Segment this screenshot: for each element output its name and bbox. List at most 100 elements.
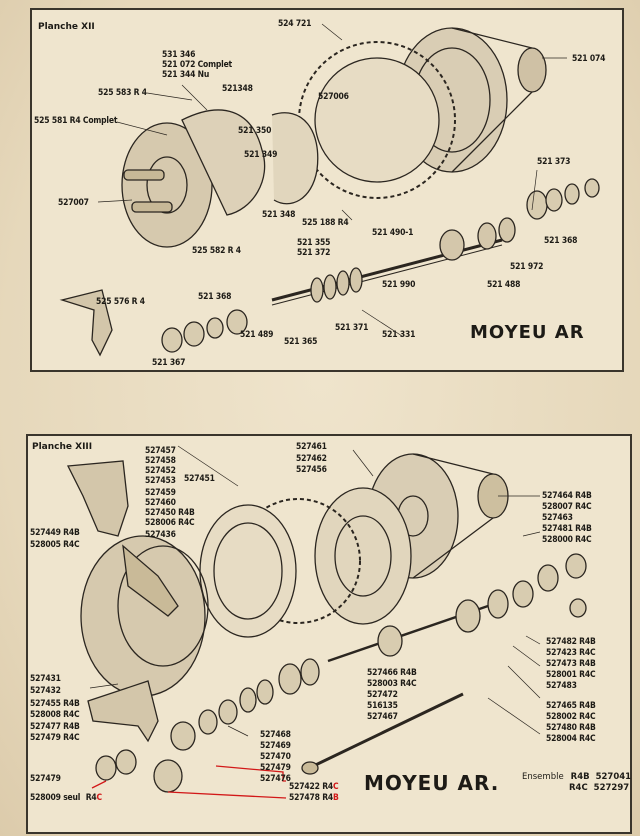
plate-xiii-title: Planche XIII [32,442,93,452]
part-label: 527468 [260,730,291,740]
part-label: 531 346 [162,50,196,60]
part-label: 521 331 [382,330,416,340]
part-label: 527479 [30,774,61,784]
part-label: 524 721 [278,19,312,29]
part-label: 525 582 R 4 [192,246,241,256]
part-label: 528000 R4C [542,535,592,545]
part-label: 527450 R4B [145,508,195,518]
plate-xii-title: Planche XII [38,22,95,32]
part-label: 527449 R4B [30,528,80,538]
part-label: 521 344 Nu [162,70,210,80]
part-label: 527472 [367,690,398,700]
part-label: 527476 [260,774,291,784]
part-label: 525 581 R4 Complet [34,116,118,126]
part-label: 528007 R4C [542,502,592,512]
part-label: 527423 R4C [546,648,596,658]
part-label: 527461 [296,442,327,452]
part-label: 527456 [296,465,327,475]
part-label: 527467 [367,712,398,722]
ensemble-ref-1: 527041 [595,772,632,782]
part-code: R4 [322,793,334,803]
part-label-red: 527478 R4B [289,793,339,803]
part-label: 527007 [58,198,89,208]
part-ref: 527478 [289,793,320,803]
part-label: 528003 R4C [367,679,417,689]
part-label: 528001 R4C [546,670,596,680]
part-ref: 528009 [30,793,61,803]
part-ref: 527422 [289,782,320,792]
part-label: 521 990 [382,280,416,290]
ensemble-block: Ensemble R4B 527041 R4C 527297 [522,772,631,794]
part-label: 528002 R4C [546,712,596,722]
part-label: 527453 [145,476,176,486]
part-label: 527451 [184,474,215,484]
part-label: 521 349 [244,150,278,160]
part-label: 527469 [260,741,291,751]
part-label: 527466 R4B [367,668,417,678]
part-code-red: B [333,793,339,803]
part-label-seul: 528009 seul R4C [30,793,102,803]
part-label-red: 527422 R4C [289,782,339,792]
part-label: 521 372 [297,248,331,258]
part-label: 528008 R4C [30,710,80,720]
part-seul: seul [63,793,81,803]
part-label: 527452 [145,466,176,476]
part-label: 528005 R4C [30,540,80,550]
part-label: 521 368 [544,236,578,246]
part-code: R4 [322,782,334,792]
ensemble-ref-2: 527297 [593,783,630,793]
part-label: 527463 [542,513,573,523]
part-label: 521 368 [198,292,232,302]
plate-xiii-drawing [66,445,587,799]
plate-xiii: Planche XIII MOYEU AR. Ensemble R4B 5270… [26,434,632,834]
part-label: 521 365 [284,337,318,347]
part-label: 525 576 R 4 [96,297,145,307]
part-label: 527481 R4B [542,524,592,534]
part-label: 525 583 R 4 [98,88,147,98]
ensemble-code-2: R4C [569,783,588,793]
part-label: 527006 [318,92,349,102]
part-label: 527459 [145,488,176,498]
part-code-red: C [96,793,103,803]
part-code-red: C [333,782,339,792]
part-label: 527479 R4C [30,733,80,743]
part-label: 527473 R4B [546,659,596,669]
part-label: 527457 [145,446,176,456]
plate-xii: Planche XII MOYEU AR 524 721 521 074 531… [30,8,624,372]
part-label: 521 490-1 [372,228,414,238]
part-label: 521 488 [487,280,521,290]
part-label: 521 355 [297,238,331,248]
plate-xiii-heading: MOYEU AR. [364,771,500,795]
part-label: 527460 [145,498,176,508]
part-label: 527455 R4B [30,699,80,709]
ensemble-code-1: R4B [570,772,590,782]
part-label: 527479 [260,763,291,773]
ensemble-label: Ensemble [522,772,564,782]
plate-xii-drawing [59,23,600,357]
part-label: 521 373 [537,157,571,167]
part-label: 527480 R4B [546,723,596,733]
part-label: 527462 [296,454,327,464]
part-label: 527483 [546,681,577,691]
part-label: 528006 R4C [145,518,195,528]
part-code: R4 [85,793,97,803]
part-label: 527482 R4B [546,637,596,647]
part-label: 521 367 [152,358,186,368]
part-label: 521 972 [510,262,544,272]
part-label: 527458 [145,456,176,466]
plate-xii-heading: MOYEU AR [470,322,585,343]
part-label: 521 371 [335,323,369,333]
part-label: 521 348 [262,210,296,220]
part-label: 521 074 [572,54,606,64]
part-label: 521 489 [240,330,274,340]
part-label: 527432 [30,686,61,696]
part-label: 527470 [260,752,291,762]
part-label: 527477 R4B [30,722,80,732]
part-label: 516135 [367,701,398,711]
part-label: 527436 [145,530,176,540]
part-label: 528004 R4C [546,734,596,744]
part-label: 527431 [30,674,61,684]
part-label: 521348 [222,84,253,94]
part-label: 521 072 Complet [162,60,233,70]
